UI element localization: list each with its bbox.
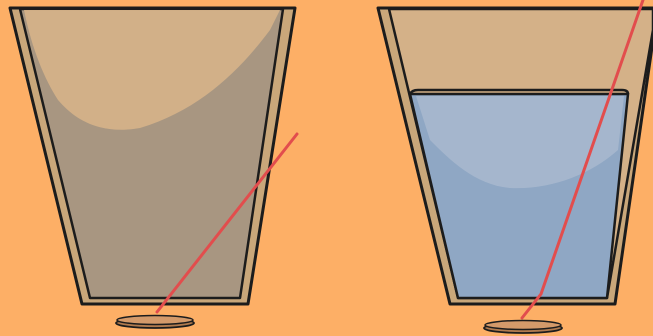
water-highlight	[416, 96, 624, 189]
empty-cup-coin	[115, 314, 195, 329]
empty-cup-light-ray	[155, 132, 299, 314]
water-surface	[408, 88, 630, 95]
empty-cup-highlight	[24, 10, 280, 130]
water-cup-light-ray	[520, 0, 645, 320]
empty-cup-panel	[8, 6, 299, 329]
water-cup-coin	[483, 319, 563, 334]
water-cup-panel	[376, 0, 653, 334]
